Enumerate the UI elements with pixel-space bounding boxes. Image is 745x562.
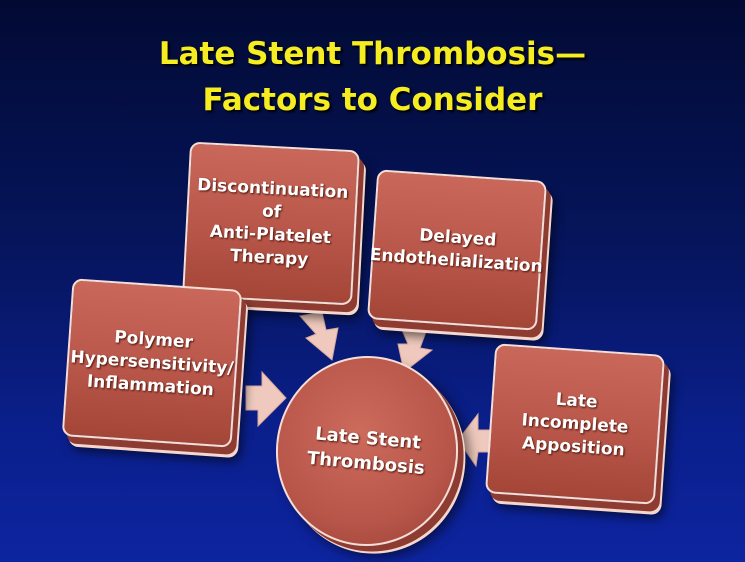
- factor-box-late-incomplete-apposition: Late Incomplete Apposition: [484, 343, 666, 505]
- factor-box-discontinuation: Discontinuation of Anti-Platelet Therapy: [182, 141, 360, 306]
- factor-box-polymer-hypersensitivity: Polymer Hypersensitivity/ Inflammation: [61, 278, 243, 448]
- arrow-polymer-to-center: [245, 370, 287, 428]
- arrow-discontinuation-to-center: [299, 311, 339, 361]
- arrow-endothelialization-to-center: [397, 329, 434, 373]
- factor-box-delayed-endothelialization: Delayed Endothelialization: [366, 169, 548, 331]
- slide-title-line-2: Factors to Consider: [202, 82, 543, 118]
- slide-title-line-1: Late Stent Thrombosis—: [158, 36, 587, 72]
